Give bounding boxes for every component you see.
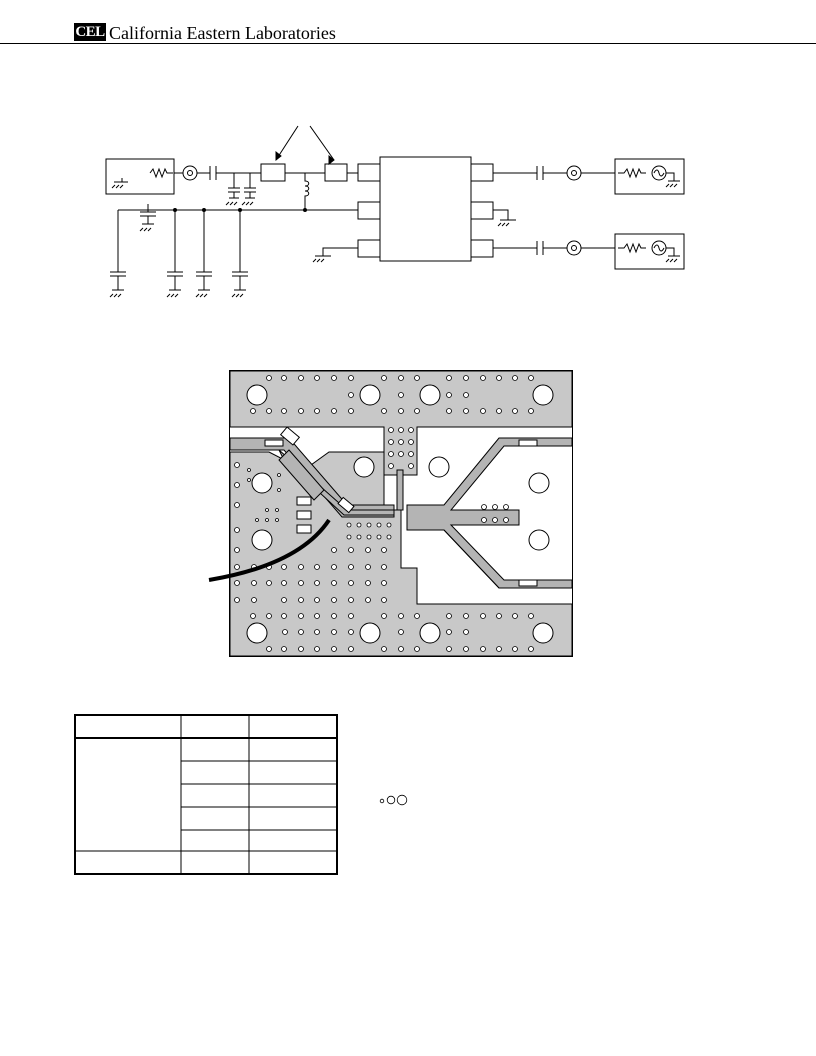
right-source-box-2 xyxy=(614,233,685,270)
via-legend xyxy=(379,794,408,806)
component-table xyxy=(74,714,338,875)
coax-cable-icon xyxy=(208,518,331,582)
inductor-icon xyxy=(304,173,310,210)
cel-logo: CEL xyxy=(74,23,106,41)
page-header: CEL California Eastern Laboratories xyxy=(74,22,816,44)
right-source-box-1 xyxy=(614,158,685,195)
company-name: California Eastern Laboratories xyxy=(109,23,336,43)
mounting-hole-icon xyxy=(246,384,554,644)
resistor-icon xyxy=(149,167,173,179)
via-icon xyxy=(234,375,534,652)
matching-element-2 xyxy=(324,163,348,182)
header-rule xyxy=(0,43,816,44)
device-package xyxy=(379,156,472,262)
medium-via-icon xyxy=(386,795,396,805)
coax-connector-icon xyxy=(182,165,198,181)
ground-icon xyxy=(111,178,128,189)
capacitor-icon xyxy=(209,166,217,180)
test-circuit-schematic xyxy=(105,125,685,298)
large-via-icon xyxy=(396,794,408,806)
pcb-layout xyxy=(208,370,573,657)
small-via-icon xyxy=(379,798,385,804)
matching-element-1 xyxy=(260,163,286,182)
left-termination-box xyxy=(105,158,175,195)
